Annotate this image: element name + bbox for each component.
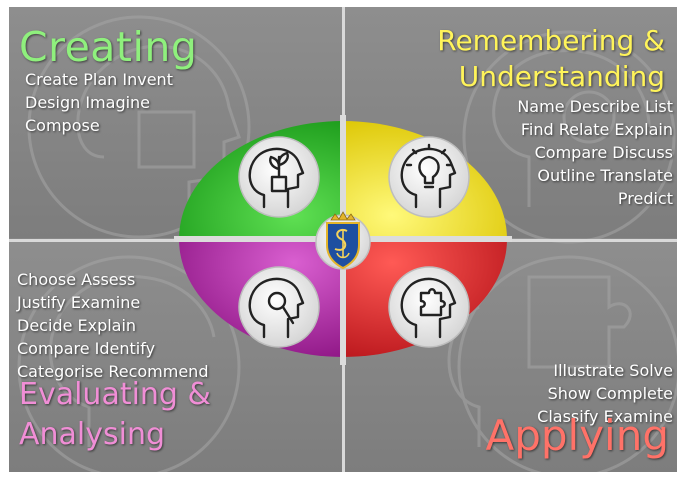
list-item: Design Imagine (25, 93, 151, 112)
quadrant-applying-title: Applying (485, 411, 669, 460)
list-item: Find Relate Explain (520, 120, 673, 139)
list-item: Classify Examine (537, 407, 673, 426)
head-puzzle-icon (388, 266, 470, 348)
head-magnifier-icon (238, 266, 320, 348)
list-item: Decide Explain (17, 316, 137, 335)
bloom-taxonomy-diagram: Creating Create Plan Invent Design Imagi… (9, 7, 677, 472)
list-item: Create Plan Invent (25, 70, 173, 89)
quadrant-applying-word-list: Illustrate Solve Show Complete Classify … (537, 359, 673, 428)
list-item: Justify Examine (17, 293, 141, 312)
list-item: Compare Discuss (534, 143, 673, 162)
list-item: Outline Translate (537, 166, 673, 185)
quadrant-remembering-title-line: Understanding (458, 60, 665, 93)
head-lightbulb-icon (388, 136, 470, 218)
head-plant-icon (238, 136, 320, 218)
list-item: Compare Identify (17, 339, 156, 358)
crest-emblem-icon (315, 211, 371, 270)
list-item: Show Complete (547, 384, 673, 403)
center-wheel (174, 115, 512, 365)
quadrant-evaluating-title-line: Analysing (19, 417, 166, 452)
quadrant-creating-title: Creating (19, 23, 198, 71)
list-item: Choose Assess (17, 270, 136, 289)
quadrant-remembering-title-line: Remembering & (437, 24, 665, 57)
list-item: Compose (25, 116, 100, 135)
background-line-art (17, 15, 677, 472)
quadrant-creating-word-list: Create Plan Invent Design Imagine Compos… (25, 68, 173, 137)
list-item: Illustrate Solve (553, 361, 673, 380)
list-item: Predict (617, 189, 673, 208)
quadrant-evaluating-title-line: Evaluating & (19, 377, 211, 412)
quadrant-evaluating-title: Evaluating & Analysing (19, 375, 211, 455)
list-item: Categorise Recommend (17, 362, 209, 381)
quadrant-remembering-title: Remembering & Understanding (437, 23, 665, 95)
quadrant-remembering-word-list: Name Describe List Find Relate Explain C… (517, 95, 673, 210)
list-item: Name Describe List (517, 97, 673, 116)
quadrant-evaluating-word-list: Choose Assess Justify Examine Decide Exp… (17, 268, 208, 383)
